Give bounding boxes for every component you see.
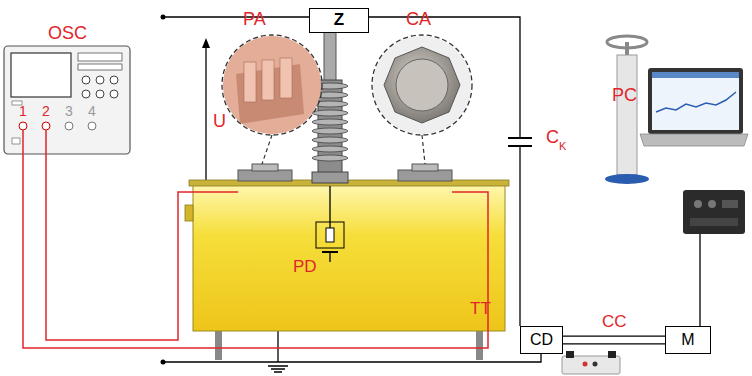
plane-arrangement-photo: [222, 35, 322, 164]
channel-number: 1: [19, 104, 27, 119]
pd-analyzer: [683, 190, 745, 234]
impedance-box: Z: [309, 8, 369, 33]
cable-label: CC: [600, 313, 629, 332]
computer-label: PC: [612, 86, 637, 106]
node-text: M: [681, 331, 694, 349]
capacitor-label: C: [546, 128, 559, 148]
wiring: [163, 17, 700, 372]
measuring-leads: [23, 130, 488, 348]
coaxial-cable: [563, 340, 665, 341]
cylinder-arrangement-photo: [372, 35, 472, 164]
channel-number: 2: [42, 104, 50, 119]
instrument-label: OSC: [48, 24, 87, 44]
capacitor-subscript: K: [559, 140, 566, 152]
arrangement-label: CA: [406, 10, 431, 30]
channel-number: 4: [88, 104, 96, 119]
arrangement-label: PA: [243, 10, 266, 30]
node-text: Z: [334, 11, 344, 30]
voltage-label: U: [213, 112, 226, 132]
coupling-device-box: CD: [520, 326, 563, 354]
laptop: [640, 68, 748, 146]
channel-number: 3: [65, 104, 73, 119]
tank-label: TT: [470, 300, 491, 319]
coupling-capacitor-photo: [605, 36, 649, 184]
coupling-device-photo: [562, 351, 620, 374]
node-text: CD: [530, 331, 553, 349]
test-tank: [185, 32, 509, 360]
measuring-unit-box: M: [665, 326, 711, 354]
discharge-label: PD: [293, 258, 317, 277]
